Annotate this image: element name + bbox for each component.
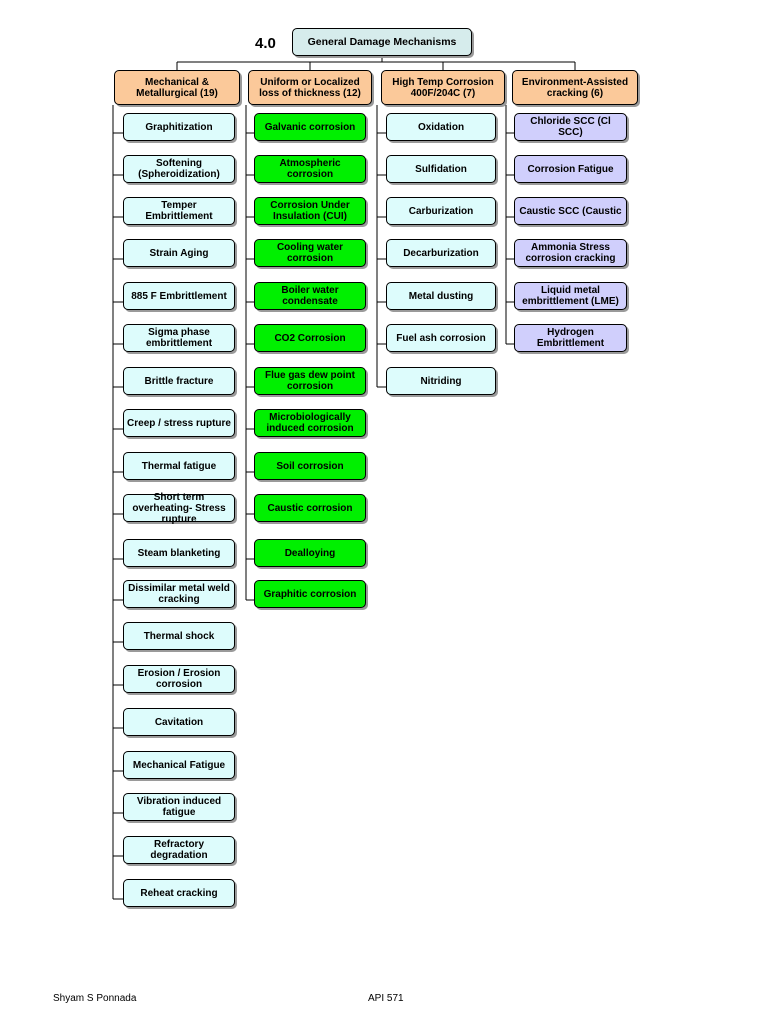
mechanism-graphitic-corrosion: Graphitic corrosion <box>254 580 366 608</box>
mechanism-dissimilar-metal-weld-cracking: Dissimilar metal weld cracking <box>123 580 235 608</box>
mechanism-co2-corrosion: CO2 Corrosion <box>254 324 366 352</box>
mechanism-erosion-erosion-corrosion: Erosion / Erosion corrosion <box>123 665 235 693</box>
mechanism-microbiologically-induced-corrosion: Microbiologically induced corrosion <box>254 409 366 437</box>
mechanism-dealloying: Dealloying <box>254 539 366 567</box>
mechanism-flue-gas-dew-point-corrosion: Flue gas dew point corrosion <box>254 367 366 395</box>
category-heading-3: High Temp Corrosion 400F/204C (7) <box>381 70 505 105</box>
mechanism-atmospheric-corrosion: Atmospheric corrosion <box>254 155 366 183</box>
mechanism-strain-aging: Strain Aging <box>123 239 235 267</box>
mechanism-chloride-scc-cl-scc: Chloride SCC (Cl SCC) <box>514 113 627 141</box>
mechanism-refractory-degradation: Refractory degradation <box>123 836 235 864</box>
mechanism-ammonia-stress-corrosion-cracking: Ammonia Stress corrosion cracking <box>514 239 627 267</box>
mechanism-thermal-fatigue: Thermal fatigue <box>123 452 235 480</box>
mechanism-reheat-cracking: Reheat cracking <box>123 879 235 907</box>
mechanism-nitriding: Nitriding <box>386 367 496 395</box>
mechanism-decarburization: Decarburization <box>386 239 496 267</box>
mechanism-caustic-scc-caustic: Caustic SCC (Caustic <box>514 197 627 225</box>
category-heading-1: Mechanical & Metallurgical (19) <box>114 70 240 105</box>
root-node: General Damage Mechanisms <box>292 28 472 56</box>
mechanism-caustic-corrosion: Caustic corrosion <box>254 494 366 522</box>
mechanism-fuel-ash-corrosion: Fuel ash corrosion <box>386 324 496 352</box>
mechanism-soil-corrosion: Soil corrosion <box>254 452 366 480</box>
mechanism-softening-spheroidization: Softening (Spheroidization) <box>123 155 235 183</box>
mechanism-corrosion-fatigue: Corrosion Fatigue <box>514 155 627 183</box>
mechanism-brittle-fracture: Brittle fracture <box>123 367 235 395</box>
mechanism-hydrogen-embrittlement: Hydrogen Embrittlement <box>514 324 627 352</box>
mechanism-mechanical-fatigue: Mechanical Fatigue <box>123 751 235 779</box>
footer-reference: API 571 <box>368 993 404 1004</box>
mechanism-sigma-phase-embrittlement: Sigma phase embrittlement <box>123 324 235 352</box>
mechanism-carburization: Carburization <box>386 197 496 225</box>
mechanism-cooling-water-corrosion: Cooling water corrosion <box>254 239 366 267</box>
category-heading-2: Uniform or Localized loss of thickness (… <box>248 70 372 105</box>
category-heading-4: Environment-Assisted cracking (6) <box>512 70 638 105</box>
mechanism-galvanic-corrosion: Galvanic corrosion <box>254 113 366 141</box>
mechanism-liquid-metal-embrittlement-lme: Liquid metal embrittlement (LME) <box>514 282 627 310</box>
mechanism-graphitization: Graphitization <box>123 113 235 141</box>
mechanism-creep-stress-rupture: Creep / stress rupture <box>123 409 235 437</box>
mechanism-sulfidation: Sulfidation <box>386 155 496 183</box>
mechanism-885-f-embrittlement: 885 F Embrittlement <box>123 282 235 310</box>
mechanism-vibration-induced-fatigue: Vibration induced fatigue <box>123 793 235 821</box>
section-number: 4.0 <box>255 35 276 52</box>
mechanism-steam-blanketing: Steam blanketing <box>123 539 235 567</box>
mechanism-cavitation: Cavitation <box>123 708 235 736</box>
mechanism-short-term-overheating-stress-rupture: Short term overheating- Stress rupture <box>123 492 235 525</box>
mechanism-boiler-water-condensate: Boiler water condensate <box>254 282 366 310</box>
footer-author: Shyam S Ponnada <box>53 993 137 1004</box>
mechanism-metal-dusting: Metal dusting <box>386 282 496 310</box>
mechanism-corrosion-under-insulation-cui: Corrosion Under Insulation (CUI) <box>254 197 366 225</box>
mechanism-oxidation: Oxidation <box>386 113 496 141</box>
mechanism-thermal-shock: Thermal shock <box>123 622 235 650</box>
mechanism-temper-embrittlement: Temper Embrittlement <box>123 197 235 225</box>
